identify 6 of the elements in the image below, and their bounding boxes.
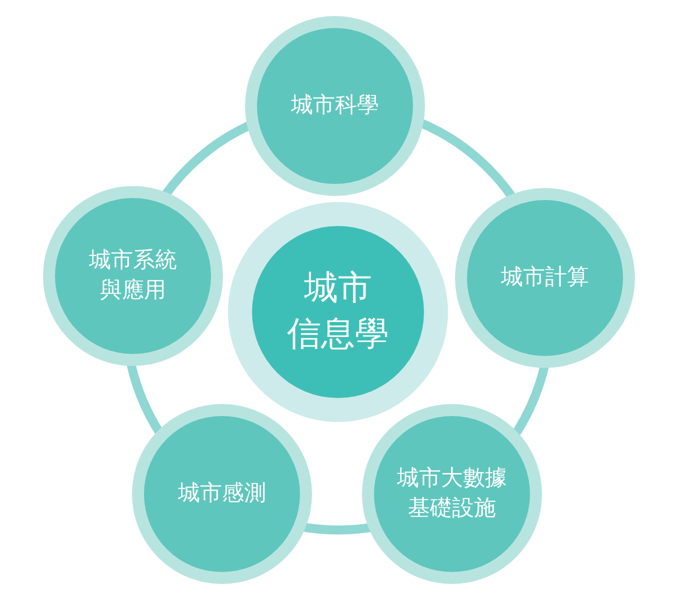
topic-label: 城市系統與應用: [89, 247, 177, 305]
topic-label: 城市感測: [178, 480, 266, 508]
topic-label: 城市科學: [291, 92, 379, 120]
topic-label: 城市大數據基礎設施: [397, 465, 507, 523]
topic-label: 城市信息學: [287, 267, 389, 356]
topic-label: 城市計算: [501, 264, 589, 292]
